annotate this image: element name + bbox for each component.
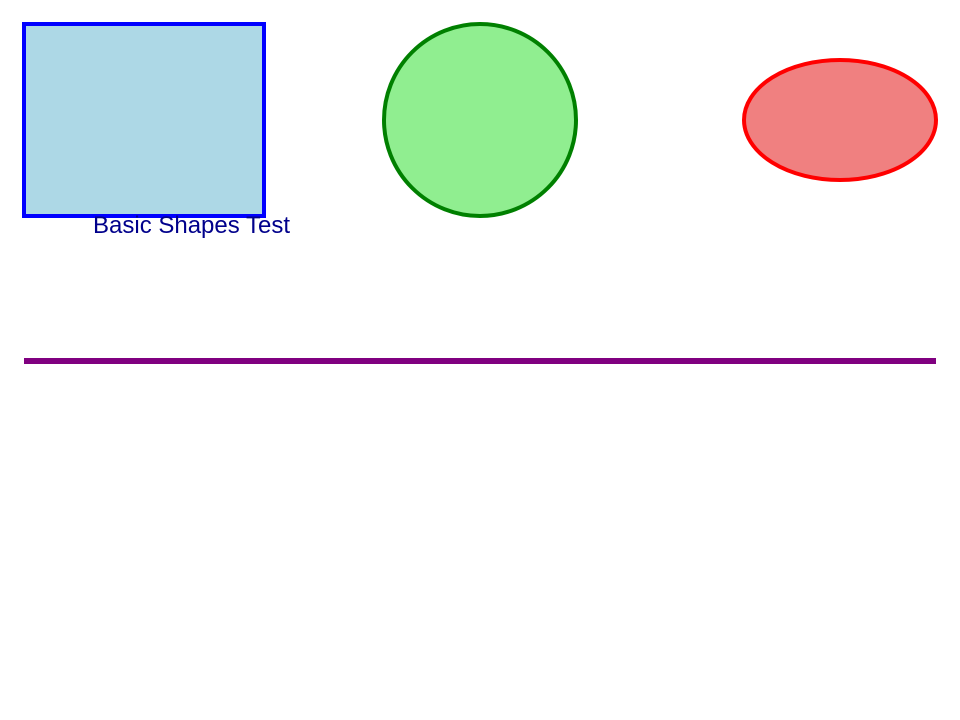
caption-text: Basic Shapes Test <box>93 212 290 239</box>
circle-shape <box>382 22 578 218</box>
rectangle-shape <box>22 22 266 218</box>
ellipse-shape <box>742 58 938 182</box>
